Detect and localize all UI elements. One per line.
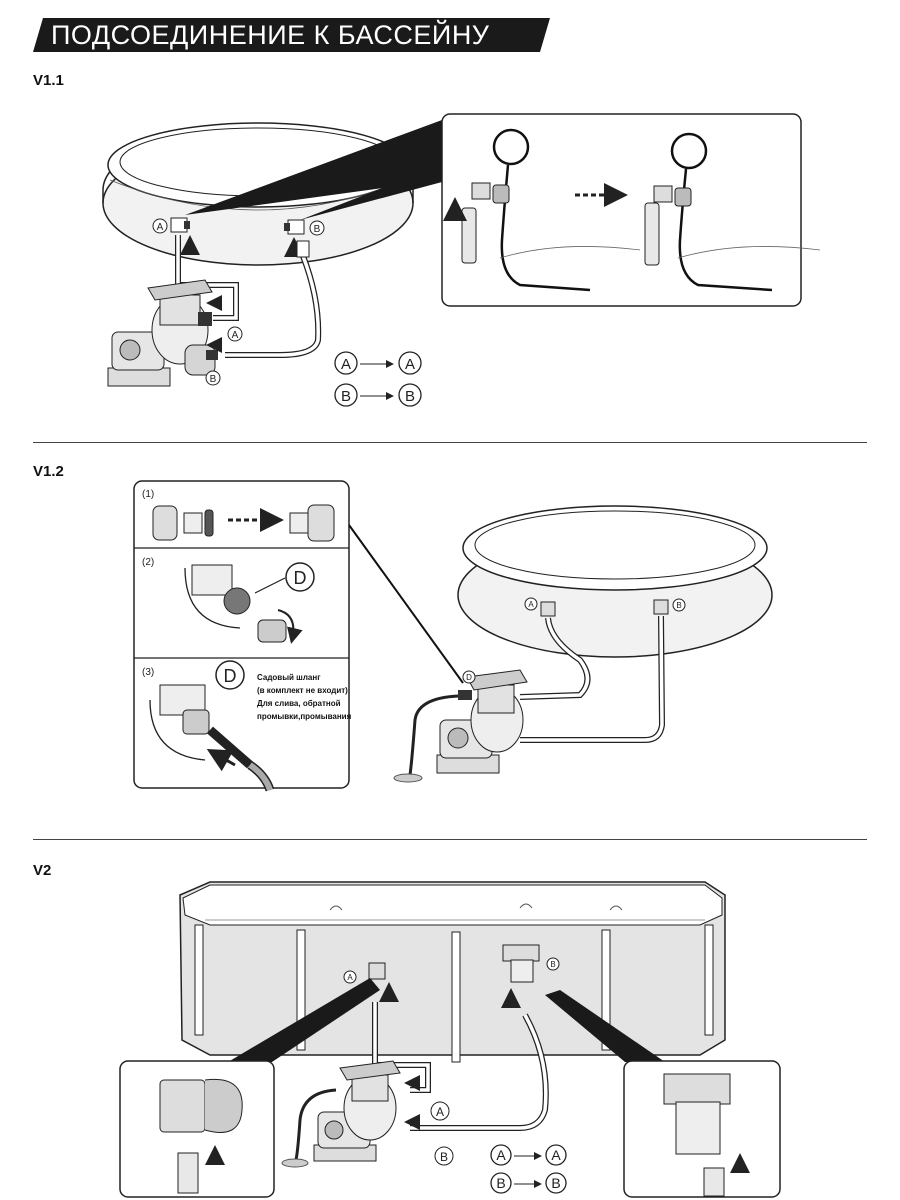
v12-connector-a (540, 601, 556, 617)
garden-hose-note: Садовый шланг (в комплект не входит) Для… (257, 671, 357, 723)
v11-inset (441, 113, 821, 307)
callout-d-circle (462, 670, 476, 684)
v12-pool (457, 505, 773, 658)
legend-b-to: B (551, 1175, 560, 1191)
callout-b-circle (546, 957, 560, 971)
callout-b-label: B (550, 960, 555, 969)
callout-b-circle (672, 598, 686, 612)
leader-line (348, 524, 464, 684)
v2-inset-right (623, 1060, 781, 1198)
hose-end (296, 240, 310, 258)
zoom-wedge (228, 978, 380, 1062)
callout-b-label: B (440, 1150, 448, 1164)
callout-b-circle (205, 370, 221, 386)
callout-a-circle (343, 970, 357, 984)
callout-d-circle (215, 660, 245, 690)
note-line-4: промывки,промывания (257, 712, 352, 721)
v2-connector-a (368, 962, 386, 980)
rotate-arrow-icon (277, 609, 303, 644)
zoom-wedge (185, 120, 442, 215)
banner-shape (33, 18, 550, 52)
legend-a-from: A (496, 1147, 506, 1163)
callout-b-circle (309, 220, 325, 236)
zoom-wedge (300, 165, 442, 220)
section-label-v11: V1.1 (33, 72, 64, 89)
callout-a-circle (524, 597, 538, 611)
legend-a-to: A (551, 1147, 561, 1163)
step-2-drawing (184, 564, 303, 644)
callout-d-label: D (294, 568, 307, 588)
callout-b-label: B (314, 224, 321, 235)
callout-a-circle (152, 218, 168, 234)
water-puddle (393, 773, 423, 783)
callout-a-label: A (436, 1105, 444, 1119)
page-title: ПОДСОЕДИНЕНИЕ К БАССЕЙНУ (51, 20, 490, 50)
v11-legend: A A B B (334, 351, 422, 407)
legend-b-from: B (496, 1175, 505, 1191)
callout-a-circle (430, 1101, 450, 1121)
v12-connector-b (653, 599, 669, 615)
callout-d-label: D (466, 673, 472, 682)
title-banner: ПОДСОЕДИНЕНИЕ К БАССЕЙНУ (33, 18, 550, 52)
step-3-label: (3) (142, 667, 154, 678)
water-puddle (281, 1158, 309, 1168)
arrow-icon (206, 749, 236, 772)
section-label-v12: V1.2 (33, 463, 64, 480)
callout-b-label: B (676, 601, 681, 610)
step-1-drawing (152, 504, 335, 542)
v2-pool (179, 881, 726, 1063)
callout-b-circle (434, 1146, 454, 1166)
note-line-2: (в комплект не входит) (257, 686, 348, 695)
zoom-wedge (545, 990, 665, 1062)
legend-b-to: B (405, 388, 415, 405)
step-1-label: (1) (142, 489, 154, 500)
note-line-1: Садовый шланг (257, 673, 321, 682)
callout-a-label: A (157, 222, 164, 233)
legend-b-from: B (341, 388, 351, 405)
callout-a-label: A (232, 330, 239, 341)
note-line-3: Для слива, обратной (257, 699, 341, 708)
legend-a-to: A (405, 356, 415, 373)
v2-inset-left (119, 1060, 275, 1198)
v12-pump-filter (436, 669, 528, 774)
section-divider (33, 839, 867, 840)
step-2-label: (2) (142, 557, 154, 568)
section-label-v2: V2 (33, 862, 52, 879)
v2-pump-filter (313, 1060, 401, 1162)
section-divider (33, 442, 867, 443)
step-3-drawing (149, 684, 275, 792)
callout-a-circle (227, 326, 243, 342)
v11-connector-a (170, 217, 190, 233)
callout-d-label: D (224, 666, 237, 686)
callout-b-label: B (210, 374, 217, 385)
v11-connector-b (284, 219, 305, 235)
callout-d-circle (285, 562, 315, 592)
legend-a-from: A (341, 356, 351, 373)
v11-pump-filter (107, 279, 218, 387)
callout-a-label: A (347, 973, 353, 982)
callout-a-label: A (528, 600, 534, 609)
v2-legend: A A B B (490, 1144, 567, 1194)
v2-skimmer (502, 944, 540, 983)
